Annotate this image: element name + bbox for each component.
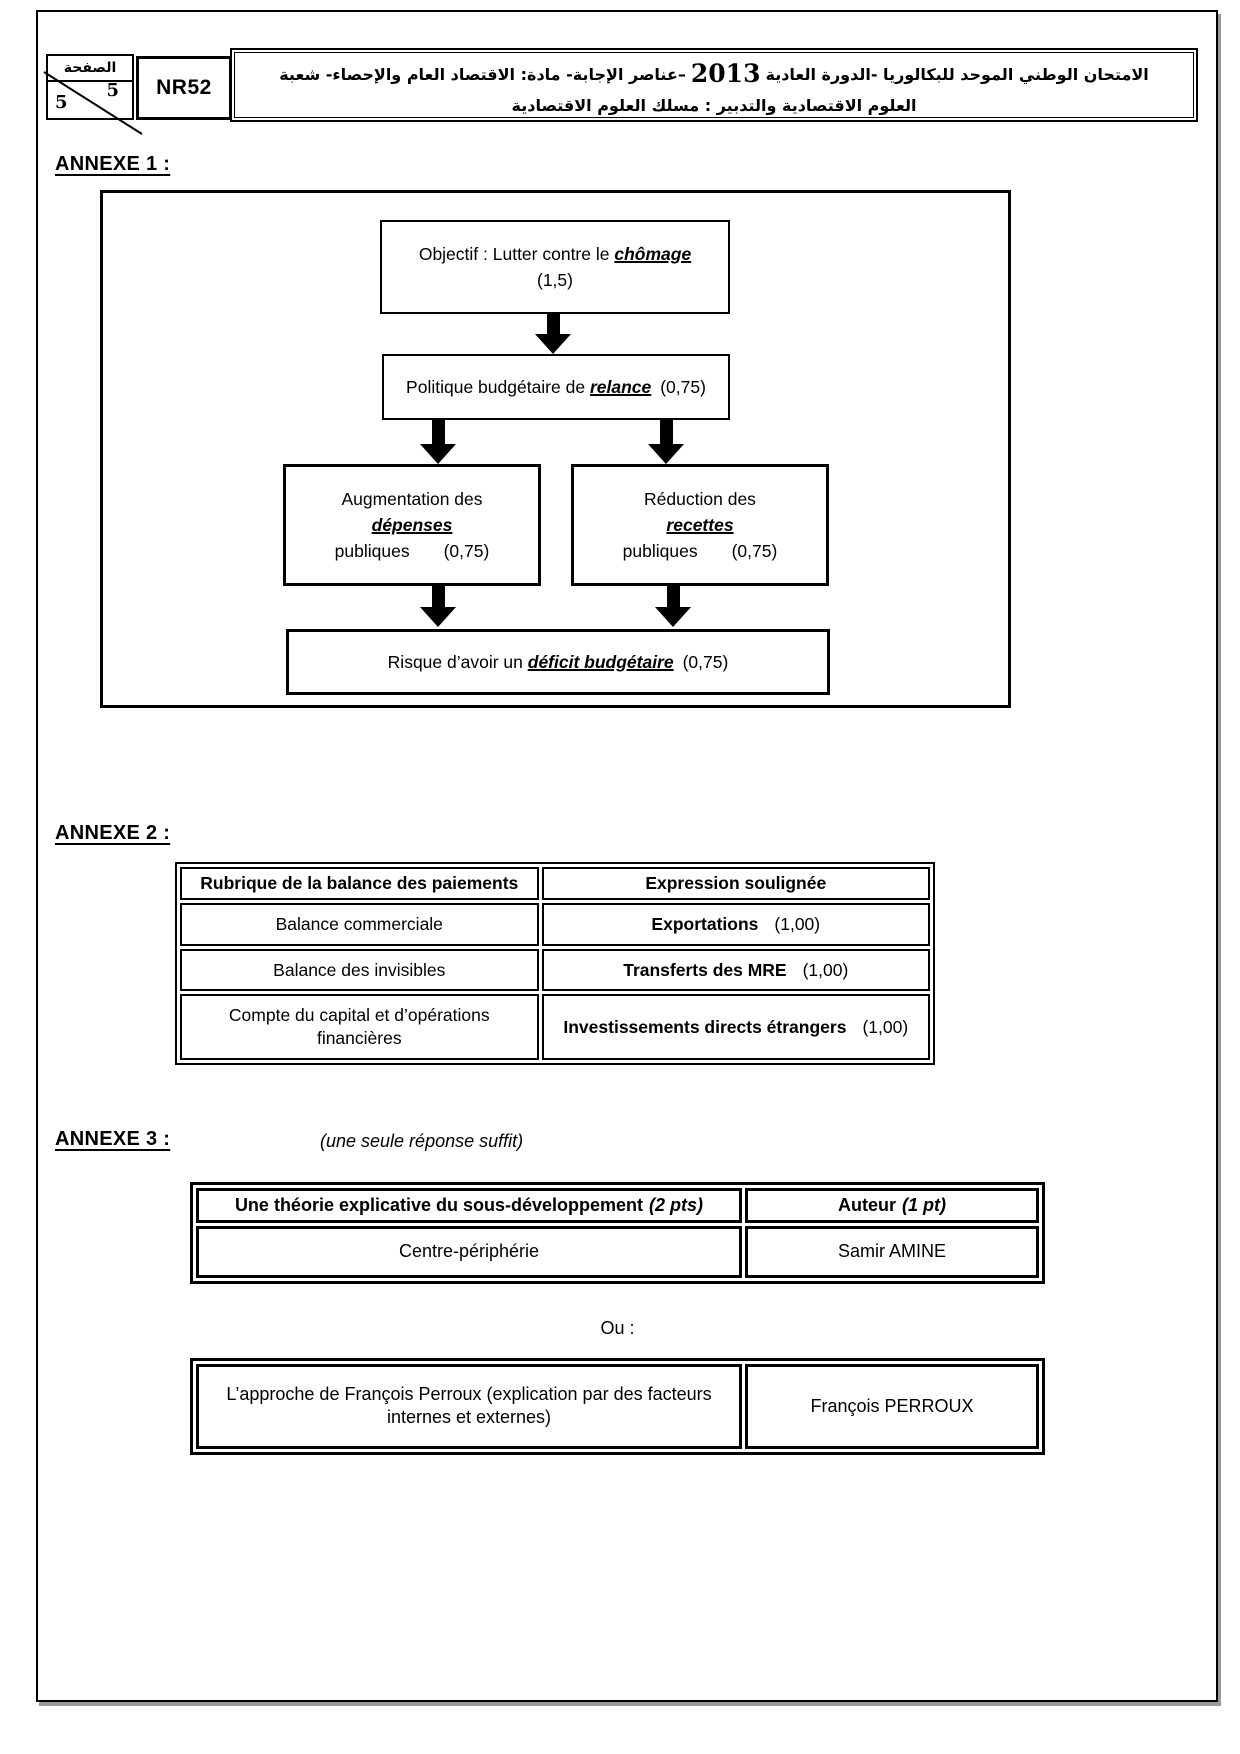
arrow-head xyxy=(420,607,456,627)
flowchart-box-reduction-recettes: Réduction des recettes publiques (0,75) xyxy=(571,464,829,586)
theory-header-cell: Une théorie explicative du sous-développ… xyxy=(196,1188,742,1224)
down-arrow xyxy=(535,312,571,354)
reduction-emphasis: recettes xyxy=(666,514,734,535)
flowchart-box-objectif: Objectif : Lutter contre le chômage (1,5… xyxy=(380,220,730,314)
flowchart-box-politique: Politique budgétaire de relance (0,75) xyxy=(382,354,730,420)
flowchart-box-risque-deficit: Risque d’avoir un déficit budgétaire (0,7… xyxy=(286,629,830,695)
down-arrow xyxy=(655,583,691,627)
exam-header-line1-right: الامتحان الوطني الموحد للبكالوريا -الدور… xyxy=(765,65,1149,84)
arrow-head xyxy=(655,607,691,627)
politique-score: (0,75) xyxy=(660,376,706,397)
exam-code-box: NR52 xyxy=(136,56,232,120)
expression-cell: Exportations (1,00) xyxy=(541,902,930,946)
risque-prefix: Risque d’avoir un xyxy=(387,651,528,672)
augmentation-emphasis: dépenses xyxy=(371,514,453,535)
page-number-cell: 5 5 xyxy=(43,71,143,135)
reduction-score: (0,75) xyxy=(731,541,778,562)
balance-table: Rubrique de la balance des paiements Exp… xyxy=(175,862,935,1065)
politique-prefix: Politique budgétaire de xyxy=(406,376,590,397)
exam-header-line2: العلوم الاقتصادية والتدبير : مسلك العلوم… xyxy=(511,95,917,115)
flowchart: Objectif : Lutter contre le chômage (1,5… xyxy=(100,190,1011,708)
expression-score: (1,00) xyxy=(802,959,849,980)
expression-cell: Investissements directs étrangers (1,00) xyxy=(541,994,930,1060)
table-row: Centre-périphérie Samir AMINE xyxy=(196,1226,1039,1278)
arrow-head xyxy=(648,444,684,464)
theory-table-alt: L’approche de François Perroux (explicat… xyxy=(190,1358,1045,1455)
expression-term: Transferts des MRE xyxy=(623,959,787,980)
theory-cell: Centre-périphérie xyxy=(196,1226,742,1278)
theory-cell: L’approche de François Perroux (explicat… xyxy=(196,1364,742,1449)
augmentation-line1: Augmentation des xyxy=(341,488,483,509)
down-arrow xyxy=(420,583,456,627)
politique-emphasis: relance xyxy=(589,376,652,397)
table-header-row: Une théorie explicative du sous-développ… xyxy=(196,1188,1039,1224)
exam-header-line1-left: –عناصر الإجابة- مادة: الاقتصاد العام وال… xyxy=(279,65,686,84)
table-header-row: Rubrique de la balance des paiements Exp… xyxy=(180,867,930,900)
page-number-bottom: 5 xyxy=(55,92,68,113)
author-header-cell: Auteur (1 pt) xyxy=(745,1188,1039,1224)
down-arrow xyxy=(420,418,456,464)
rubrique-cell: Balance commerciale xyxy=(180,902,539,946)
expression-score: (1,00) xyxy=(774,913,821,934)
page-label: الصفحة xyxy=(48,56,132,82)
arrow-head xyxy=(420,444,456,464)
arrow-shaft xyxy=(546,312,560,334)
objectif-emphasis: chômage xyxy=(614,243,692,264)
table-row: L’approche de François Perroux (explicat… xyxy=(196,1364,1039,1449)
diagonal-line xyxy=(43,71,143,135)
expression-term: Exportations xyxy=(651,913,759,934)
expression-score: (1,00) xyxy=(862,1016,909,1037)
table-row: Balance des invisibles Transferts des MR… xyxy=(180,948,930,992)
arrow-shaft xyxy=(666,583,680,607)
flowchart-box-augmentation-depenses: Augmentation des dépenses publiques (0,75… xyxy=(283,464,541,586)
page-number-top: 5 xyxy=(106,80,119,101)
arrow-shaft xyxy=(659,418,673,444)
expression-cell: Transferts des MRE (1,00) xyxy=(541,948,930,992)
reduction-line1: Réduction des xyxy=(644,488,756,509)
ou-separator: Ou : xyxy=(600,1318,635,1338)
arrow-shaft xyxy=(431,418,445,444)
augmentation-publiques: publiques xyxy=(334,541,410,562)
risque-score: (0,75) xyxy=(682,651,729,672)
table-row: Balance commerciale Exportations (1,00) xyxy=(180,902,930,946)
objectif-score: (1,5) xyxy=(537,270,573,290)
theory-header-text: Une théorie explicative du sous-développ… xyxy=(234,1195,644,1215)
exam-header-line1: الامتحان الوطني الموحد للبكالوريا -الدور… xyxy=(235,55,1193,94)
down-arrow xyxy=(648,418,684,464)
reduction-line3: publiques (0,75) xyxy=(623,538,778,564)
author-header-points: (1 pt) xyxy=(902,1195,946,1215)
expression-term: Investissements directs étrangers xyxy=(563,1016,847,1037)
rubrique-header-cell: Rubrique de la balance des paiements xyxy=(180,867,539,900)
annexe2-title: ANNEXE 2 : xyxy=(55,822,171,844)
annexe3-title: ANNEXE 3 : xyxy=(55,1128,171,1150)
exam-header-text: الامتحان الوطني الموحد للبكالوريا -الدور… xyxy=(234,52,1194,118)
exam-year: 2013 xyxy=(690,59,761,88)
exam-header-box: الامتحان الوطني الموحد للبكالوريا -الدور… xyxy=(230,48,1198,122)
risque-emphasis: déficit budgétaire xyxy=(527,651,674,672)
rubrique-cell: Compte du capital et d’opérations financ… xyxy=(180,994,539,1060)
augmentation-score: (0,75) xyxy=(443,541,490,562)
objectif-prefix: Objectif : Lutter contre le xyxy=(418,243,615,264)
table-row: Compte du capital et d’opérations financ… xyxy=(180,994,930,1060)
page-border xyxy=(36,10,1218,1702)
expression-header-cell: Expression soulignée xyxy=(541,867,930,900)
arrow-head xyxy=(535,334,571,354)
theory-table: Une théorie explicative du sous-développ… xyxy=(190,1182,1045,1284)
author-cell: François PERROUX xyxy=(745,1364,1039,1449)
arrow-shaft xyxy=(431,583,445,607)
flowchart-risque-text: Risque d’avoir un déficit budgétaire (0,7… xyxy=(388,649,729,675)
author-cell: Samir AMINE xyxy=(745,1226,1039,1278)
augmentation-line3: publiques (0,75) xyxy=(335,538,490,564)
annexe3-note: (une seule réponse suffit) xyxy=(320,1131,524,1151)
reduction-publiques: publiques xyxy=(622,541,698,562)
page-number-box: الصفحة 5 5 xyxy=(43,54,143,135)
rubrique-cell: Balance des invisibles xyxy=(180,948,539,992)
annexe1-title: ANNEXE 1 : xyxy=(55,153,171,175)
author-header-text: Auteur xyxy=(838,1195,896,1215)
flowchart-politique-text: Politique budgétaire de relance (0,75) xyxy=(406,374,706,400)
flowchart-objectif-text: Objectif : Lutter contre le chômage xyxy=(419,241,691,267)
theory-header-points: (2 pts) xyxy=(649,1195,704,1215)
